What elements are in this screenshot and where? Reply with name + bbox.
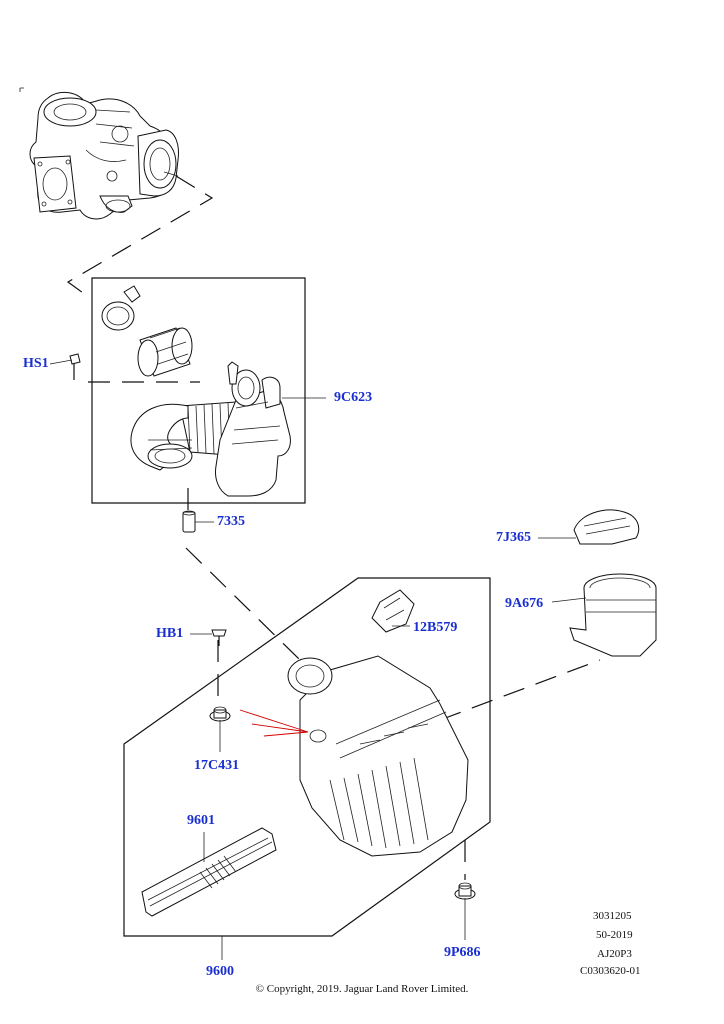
assembly-dash-lines xyxy=(66,175,601,880)
reference-line-2: 50-2019 xyxy=(596,929,633,941)
callout-7335[interactable]: 7335 xyxy=(217,514,245,529)
turbocharger-illustration xyxy=(19,87,179,220)
copyright-notice: © Copyright, 2019. Jaguar Land Rover Lim… xyxy=(255,983,469,995)
callout-hs1[interactable]: HS1 xyxy=(23,356,49,371)
callout-9600[interactable]: 9600 xyxy=(206,964,234,979)
reference-line-4: C0303620-01 xyxy=(580,965,641,977)
fastener-7335 xyxy=(182,510,196,533)
callout-9601[interactable]: 9601 xyxy=(187,813,215,828)
reference-line-3: AJ20P3 xyxy=(597,948,632,960)
leader-lines xyxy=(49,359,587,960)
grommet-17c431 xyxy=(209,706,231,722)
callout-17c431[interactable]: 17C431 xyxy=(194,758,240,773)
callout-12b579[interactable]: 12B579 xyxy=(413,620,458,635)
callout-9p686[interactable]: 9P686 xyxy=(444,945,481,960)
air-inlet-duct-assembly xyxy=(88,277,306,504)
callout-9a676[interactable]: 9A676 xyxy=(505,596,544,611)
air-cleaner-assembly xyxy=(123,577,491,937)
fastener-hs1 xyxy=(69,353,81,380)
inlet-scoop-assembly xyxy=(569,509,657,657)
grommet-9p686 xyxy=(454,882,476,900)
reference-line-1: 3031205 xyxy=(593,910,632,922)
fastener-hb1 xyxy=(211,629,227,646)
callout-9c623[interactable]: 9C623 xyxy=(334,390,373,405)
air-filter-element xyxy=(141,827,277,917)
callout-7j365[interactable]: 7J365 xyxy=(496,530,531,545)
callout-hb1[interactable]: HB1 xyxy=(156,626,184,641)
